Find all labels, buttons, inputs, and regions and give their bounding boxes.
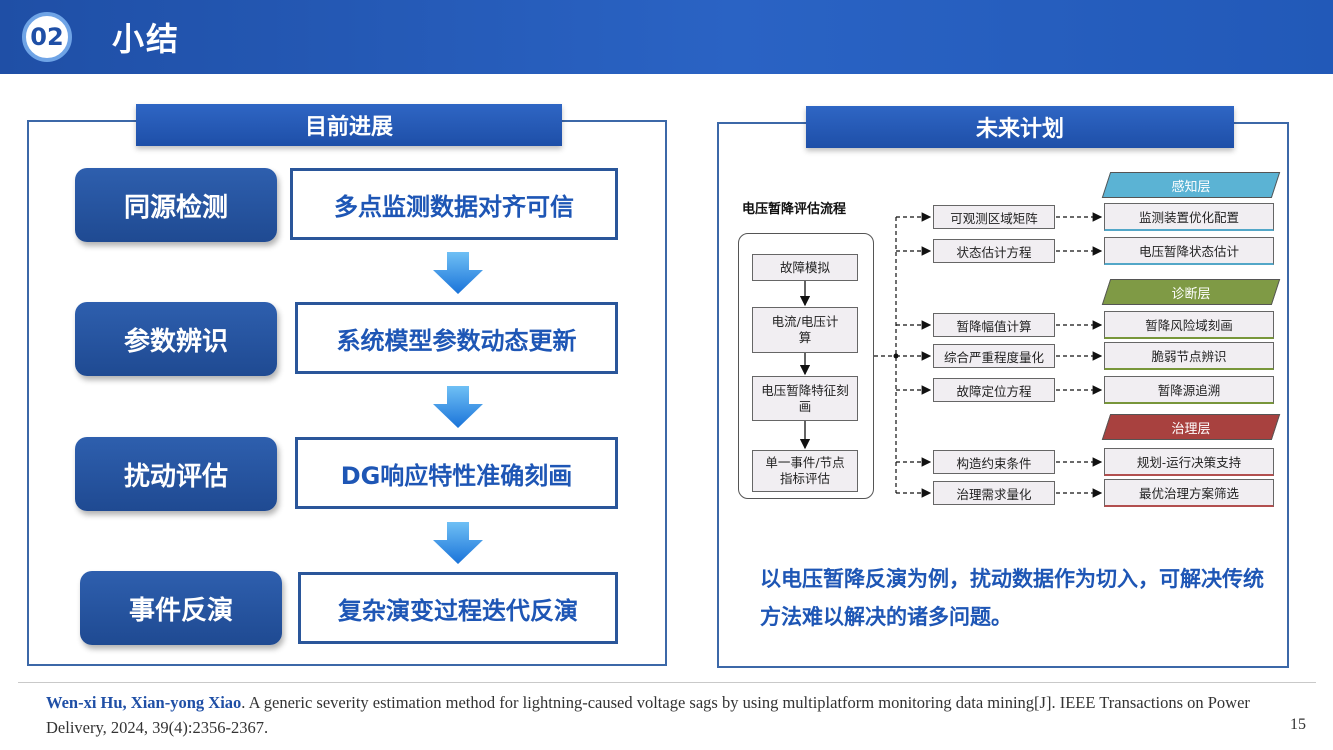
right-node-2: 电压暂降状态估计 [1104,237,1274,265]
step-desc-1: 多点监测数据对齐可信 [290,168,618,240]
right-node-7: 最优治理方案筛选 [1104,479,1274,507]
flow-group [738,233,874,499]
down-arrow-icon [433,252,483,294]
step-tag-3: 扰动评估 [75,437,277,511]
layer-govern: 治理层 [1101,414,1281,440]
citation-authors: Wen-xi Hu, Xian-yong Xiao [46,693,242,712]
mid-node-3: 暂降幅值计算 [933,313,1055,337]
down-arrow-icon [433,386,483,428]
mid-node-6: 构造约束条件 [933,450,1055,474]
step-desc-4: 复杂演变过程迭代反演 [298,572,618,644]
right-node-5: 暂降源追溯 [1104,376,1274,404]
page-number: 15 [1290,716,1306,733]
mid-node-5: 故障定位方程 [933,378,1055,402]
right-node-6: 规划-运行决策支持 [1104,448,1274,476]
step-desc-2: 系统模型参数动态更新 [295,302,618,374]
citation-body: . A generic severity estimation method f… [46,693,1250,737]
step-tag-2: 参数辨识 [75,302,277,376]
step-tag-1: 同源检测 [75,168,277,242]
step-desc-3: DG响应特性准确刻画 [295,437,618,509]
mid-node-1: 可观测区域矩阵 [933,205,1055,229]
mid-node-7: 治理需求量化 [933,481,1055,505]
footer-divider [18,682,1316,683]
layer-diagnose: 诊断层 [1101,279,1281,305]
flow-node-fault-simulation: 故障模拟 [752,254,858,281]
right-node-4: 脆弱节点辨识 [1104,342,1274,370]
down-arrow-icon [433,522,483,564]
header-bar: 02 小结 [0,0,1333,74]
flow-title: 电压暂降评估流程 [742,202,847,217]
plan-panel-title: 未来计划 [806,106,1234,148]
mid-node-2: 状态估计方程 [933,239,1055,263]
reference-citation: Wen-xi Hu, Xian-yong Xiao. A generic sev… [46,690,1286,740]
step-tag-4: 事件反演 [80,571,282,645]
right-node-3: 暂降风险域刻画 [1104,311,1274,339]
flow-node-sag-feature: 电压暂降特征刻画 [752,376,858,421]
progress-panel-title: 目前进展 [136,104,562,146]
page-title: 小结 [112,20,181,58]
right-node-1: 监测装置优化配置 [1104,203,1274,231]
mid-node-4: 综合严重程度量化 [933,344,1055,368]
layer-sense: 感知层 [1101,172,1281,198]
section-number-badge: 02 [22,12,72,62]
flow-node-current-voltage: 电流/电压计算 [752,307,858,353]
conclusion-text: 以电压暂降反演为例，扰动数据作为切入，可解决传统方法难以解决的诸多问题。 [760,567,1264,629]
flow-node-index-eval: 单一事件/节点指标评估 [752,450,858,492]
